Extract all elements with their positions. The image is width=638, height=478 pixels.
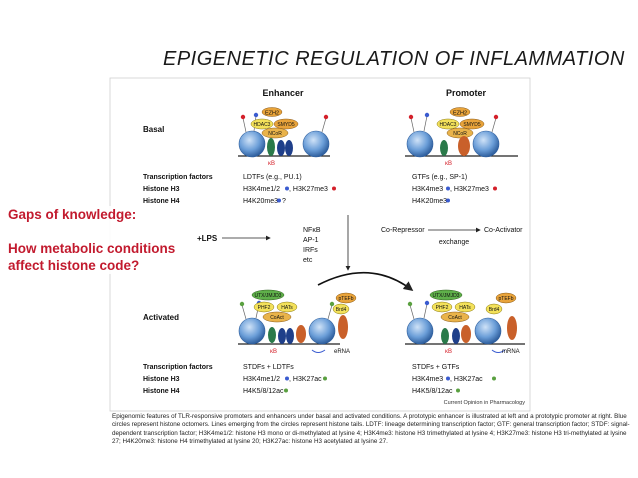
- act-tf-label: Transcription factors: [143, 364, 213, 371]
- factor-irfs: IRFs: [303, 247, 318, 254]
- row-basal: Basal: [143, 125, 164, 134]
- basal-enh-h3: H3K4me1/2: [243, 186, 280, 193]
- exchange-label: exchange: [439, 239, 469, 246]
- svg-text:EZH2: EZH2: [453, 111, 467, 117]
- activated-promoter: UTX/JMJD3 PHF2 HATs CoAct pTEFb Brd4 κB …: [405, 289, 525, 355]
- nucleosome: [238, 317, 266, 345]
- gaps-heading: Gaps of knowledge:: [8, 207, 137, 222]
- basal-tf-label: Transcription factors: [143, 174, 213, 181]
- basal-enh-h4: H4K20me3: [243, 198, 278, 205]
- svg-text:UTX/JMJD3: UTX/JMJD3: [433, 293, 460, 299]
- coactivator-label: Co-Activator: [484, 227, 523, 234]
- act-enh-h3: H3K4me1/2: [243, 376, 280, 383]
- svg-text:SMYD5: SMYD5: [463, 122, 480, 128]
- act-h3-label: Histone H3: [143, 376, 180, 383]
- svg-text:UTX/JMJD3: UTX/JMJD3: [255, 293, 282, 299]
- svg-text:PHF2: PHF2: [258, 305, 271, 311]
- svg-text:Brd4: Brd4: [336, 307, 347, 313]
- basal-enhancer: EZH2 HDAC3 SMYD5 NCoR κB: [238, 107, 330, 167]
- curved-arrow: [317, 271, 414, 291]
- act-enh-tf: STDFs + LDTFs: [243, 364, 294, 371]
- basal-pro-h4: H4K20me3: [412, 198, 447, 205]
- svg-text:κB: κB: [268, 161, 275, 167]
- nucleosome: [238, 130, 266, 158]
- gaps-question: How metabolic conditions affect histone …: [8, 241, 176, 273]
- nucleosome: [308, 317, 336, 345]
- nucleosome: [406, 317, 434, 345]
- svg-text:κB: κB: [270, 349, 277, 355]
- basal-enh-h4-q: ?: [282, 198, 286, 205]
- basal-pro-tf: GTFs (e.g., SP-1): [412, 174, 467, 181]
- act-pro-h3b: , H3K27ac: [450, 376, 483, 383]
- row-activated: Activated: [143, 313, 179, 322]
- nucleosome: [302, 130, 330, 158]
- slide-title: EPIGENETIC REGULATION OF INFLAMMATION: [163, 48, 625, 70]
- factor-etc: etc: [303, 257, 313, 264]
- mrna-label: mRNA: [502, 349, 520, 355]
- svg-text:Brd4: Brd4: [489, 307, 500, 313]
- svg-text:SMYD5: SMYD5: [277, 122, 294, 128]
- svg-text:HDAC3: HDAC3: [254, 122, 271, 128]
- nucleosome: [406, 130, 434, 158]
- factor-nfkb: NFκB: [303, 227, 321, 234]
- svg-text:PHF2: PHF2: [436, 305, 449, 311]
- basal-enh-tf: LDTFs (e.g., PU.1): [243, 174, 302, 181]
- basal-enh-h3b: , H3K27me3: [289, 186, 328, 193]
- erna-label: eRNA: [334, 349, 350, 355]
- corepressor-label: Co-Repressor: [381, 227, 425, 234]
- svg-text:HATs: HATs: [281, 305, 293, 311]
- activated-enhancer: UTX/JMJD3 PHF2 HATs CoAct pTEFb Brd4 κB …: [238, 289, 357, 355]
- factor-ap1: AP-1: [303, 237, 319, 244]
- svg-text:pTEFb: pTEFb: [338, 296, 353, 302]
- nucleosome: [472, 130, 500, 158]
- act-enh-h4: H4K5/8/12ac: [243, 388, 284, 395]
- svg-text:CoAct: CoAct: [448, 315, 462, 321]
- act-pro-tf: STDFs + GTFs: [412, 364, 460, 371]
- promoter-header: Promoter: [446, 88, 487, 98]
- act-pro-h4: H4K5/8/12ac: [412, 388, 453, 395]
- svg-text:NCoR: NCoR: [453, 131, 467, 137]
- svg-text:CoAct: CoAct: [270, 315, 284, 321]
- basal-pro-h3b: , H3K27me3: [450, 186, 489, 193]
- lps-label: +LPS: [197, 234, 218, 243]
- basal-h3-label: Histone H3: [143, 186, 180, 193]
- basal-pro-h3: H3K4me3: [412, 186, 443, 193]
- svg-text:HATs: HATs: [459, 305, 471, 311]
- svg-text:pTEFb: pTEFb: [498, 296, 513, 302]
- source-label: Current Opinion in Pharmacology: [444, 400, 526, 406]
- svg-text:NCoR: NCoR: [268, 131, 282, 137]
- nucleosome: [474, 317, 502, 345]
- svg-text:HDAC3: HDAC3: [440, 122, 457, 128]
- act-h4-label: Histone H4: [143, 388, 180, 395]
- figure-caption: Epigenomic features of TLR-responsive pr…: [112, 413, 630, 446]
- act-enh-h3b: , H3K27ac: [289, 376, 322, 383]
- svg-text:κB: κB: [445, 349, 452, 355]
- svg-text:κB: κB: [445, 161, 452, 167]
- basal-promoter: EZH2 HDAC3 SMYD5 NCoR κB: [405, 107, 518, 167]
- basal-h4-label: Histone H4: [143, 198, 180, 205]
- enhancer-header: Enhancer: [262, 88, 304, 98]
- svg-text:EZH2: EZH2: [265, 111, 279, 117]
- act-pro-h3: H3K4me3: [412, 376, 443, 383]
- gaps-callout: Gaps of knowledge: How metabolic conditi…: [8, 206, 193, 274]
